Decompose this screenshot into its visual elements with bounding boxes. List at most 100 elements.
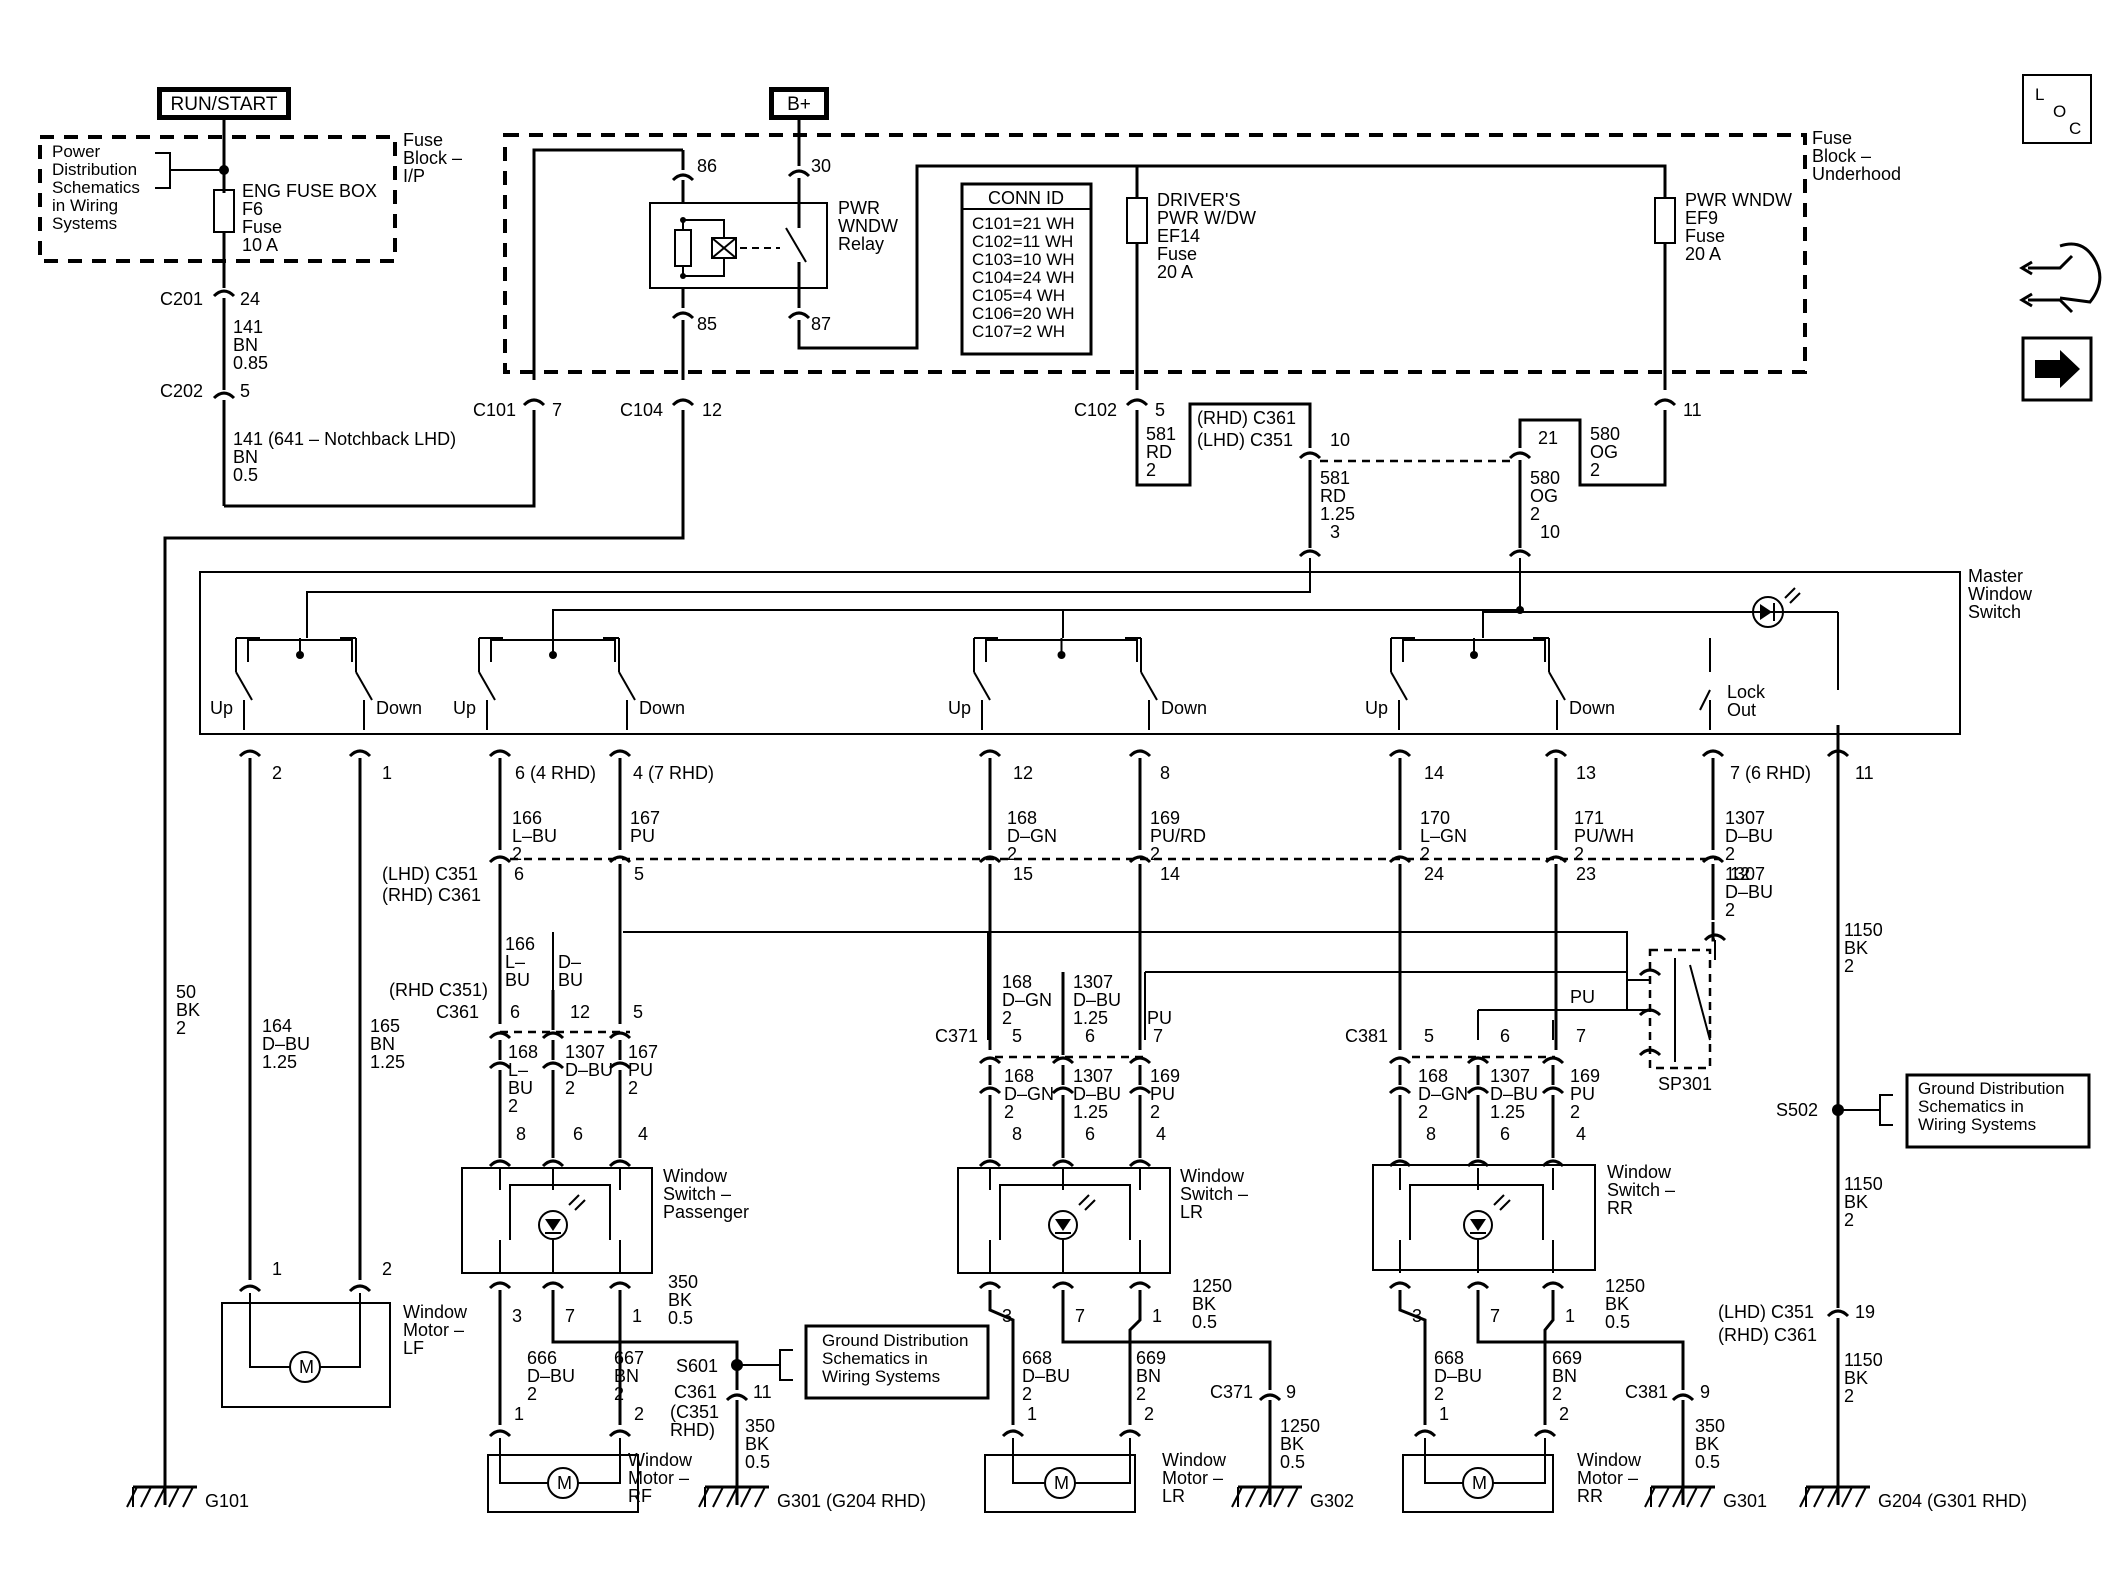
svg-text:1250: 1250 [1192, 1276, 1232, 1296]
svg-text:0.5: 0.5 [668, 1308, 693, 1328]
svg-text:D–GN: D–GN [1418, 1084, 1468, 1104]
master-window-switch-outline [199, 571, 1961, 735]
motor-wire-labels: 666 D–BU 2 667 BN 2 668 D–BU 2 669 BN 2 … [527, 1348, 1582, 1404]
connector-tools-icon[interactable] [2019, 242, 2102, 314]
c351-row-connector [488, 855, 512, 864]
ground-hatch [1686, 1486, 1698, 1508]
svg-text:20 A: 20 A [1685, 244, 1721, 264]
svg-text:Schematics in: Schematics in [822, 1349, 928, 1368]
ground-1: G301 (G204 RHD) [698, 1485, 926, 1511]
ground-2: G302 [1231, 1485, 1354, 1511]
svg-text:C101=21 WH: C101=21 WH [972, 214, 1075, 233]
svg-text:BU: BU [505, 970, 530, 990]
svg-text:WNDW: WNDW [838, 216, 898, 236]
svg-text:Motor –: Motor – [1162, 1468, 1223, 1488]
ground-hatch [726, 1486, 738, 1508]
svg-text:Switch: Switch [1968, 602, 2021, 622]
arrow-right-icon [2035, 350, 2080, 388]
svg-text:168: 168 [1002, 972, 1032, 992]
loc-button[interactable]: L O C [2022, 74, 2092, 144]
svg-text:Window: Window [1968, 584, 2033, 604]
motor-pin2-label: 2 [1559, 1404, 1569, 1424]
svg-text:2: 2 [1150, 1102, 1160, 1122]
svg-text:350: 350 [745, 1416, 775, 1436]
ground-hatch [140, 1486, 152, 1508]
c202-connector [212, 391, 236, 400]
switch-pin-connector [541, 1159, 565, 1168]
wire-1307-after: 1307 D–BU 2 [1725, 864, 1773, 920]
fuse-block-ip-label: Fuse Block – I/P [403, 130, 462, 186]
switch-lr-label: Window Switch – LR [1180, 1166, 1248, 1222]
svg-text:166: 166 [512, 808, 542, 828]
svg-text:PU: PU [628, 1060, 653, 1080]
svg-text:0.5: 0.5 [745, 1452, 770, 1472]
svg-text:6: 6 [573, 1124, 583, 1144]
svg-text:BK: BK [176, 1000, 200, 1020]
svg-text:Distribution: Distribution [52, 160, 137, 179]
relay-pin-86: 86 [697, 156, 717, 176]
power-distribution-ref: Power Distribution Schematics in Wiring … [52, 142, 224, 233]
motor-symbol [1462, 1467, 1494, 1499]
svg-text:Window: Window [628, 1450, 693, 1470]
svg-text:Block –: Block – [1812, 146, 1871, 166]
svg-text:8: 8 [1012, 1124, 1022, 1144]
c351-row-connector [1701, 855, 1725, 864]
motor-pin2-label: 2 [1144, 1404, 1154, 1424]
svg-text:2: 2 [1146, 460, 1156, 480]
motor-int-b [1075, 1438, 1131, 1484]
wire-1250-feed [1061, 1290, 1272, 1390]
c361-top-lhd: (LHD) C351 [1197, 430, 1293, 450]
ground-dist-ref-pass: Ground Distribution Schematics in Wiring… [804, 1324, 990, 1400]
c371-lr-pin: 9 [1286, 1382, 1296, 1402]
switch-blade [1140, 671, 1158, 701]
master-pin-connector [1544, 749, 1568, 758]
switch-out-pin: 1 [632, 1306, 642, 1326]
svg-text:2: 2 [628, 1078, 638, 1098]
ground-label: G301 [1723, 1491, 1767, 1511]
svg-text:C103=10 WH: C103=10 WH [972, 250, 1075, 269]
mid-connector-lower [1051, 1086, 1075, 1095]
switch-out-pin: 7 [1075, 1306, 1085, 1326]
mid-connector-lower [1466, 1086, 1490, 1095]
next-arrow-button[interactable] [2021, 336, 2093, 402]
svg-text:2: 2 [527, 1384, 537, 1404]
svg-text:D–BU: D–BU [1434, 1366, 1482, 1386]
svg-text:Ground Distribution: Ground Distribution [1918, 1079, 2064, 1098]
ground-hatch [1259, 1486, 1271, 1508]
svg-text:2: 2 [614, 1384, 624, 1404]
svg-text:RR: RR [1607, 1198, 1633, 1218]
switch-bus [1409, 1184, 1544, 1240]
motor-symbol [1044, 1467, 1076, 1499]
svg-text:PU/RD: PU/RD [1150, 826, 1206, 846]
wire-581-upper: 581 RD 2 [1146, 424, 1176, 480]
svg-text:6: 6 [1085, 1026, 1095, 1046]
motor-int-a [1424, 1438, 1463, 1484]
switch-out-connector [1051, 1281, 1075, 1290]
b-plus-label: B+ [787, 94, 811, 115]
svg-text:2: 2 [1420, 844, 1430, 864]
mid-connector [1541, 1056, 1565, 1065]
svg-text:580: 580 [1530, 468, 1560, 488]
svg-text:D–: D– [558, 952, 581, 972]
svg-text:PU: PU [1570, 1084, 1595, 1104]
switch-up-label: Up [948, 698, 971, 718]
svg-text:2: 2 [1574, 844, 1584, 864]
switch-down-label: Down [639, 698, 685, 718]
svg-text:BK: BK [1695, 1434, 1719, 1454]
c104-label: C104 [620, 400, 663, 420]
svg-text:2: 2 [1530, 504, 1540, 524]
svg-text:581: 581 [1146, 424, 1176, 444]
c351-row-lhd: (LHD) C351 [382, 864, 478, 884]
mid-connector [1051, 1056, 1075, 1065]
svg-text:Systems: Systems [52, 214, 117, 233]
svg-text:1307: 1307 [1725, 808, 1765, 828]
mid-connector-lower [488, 1061, 512, 1070]
ground-hatch [182, 1486, 194, 1508]
rr-lower-labels: 168 D–GN 2 1307 D–BU 1.25 169 PU 2 8 6 4 [1418, 1066, 1600, 1144]
svg-text:1307: 1307 [1073, 972, 1113, 992]
master-pin-connector [348, 749, 372, 758]
master-pin-connector [608, 749, 632, 758]
c351-row-pin: 6 [514, 864, 524, 884]
